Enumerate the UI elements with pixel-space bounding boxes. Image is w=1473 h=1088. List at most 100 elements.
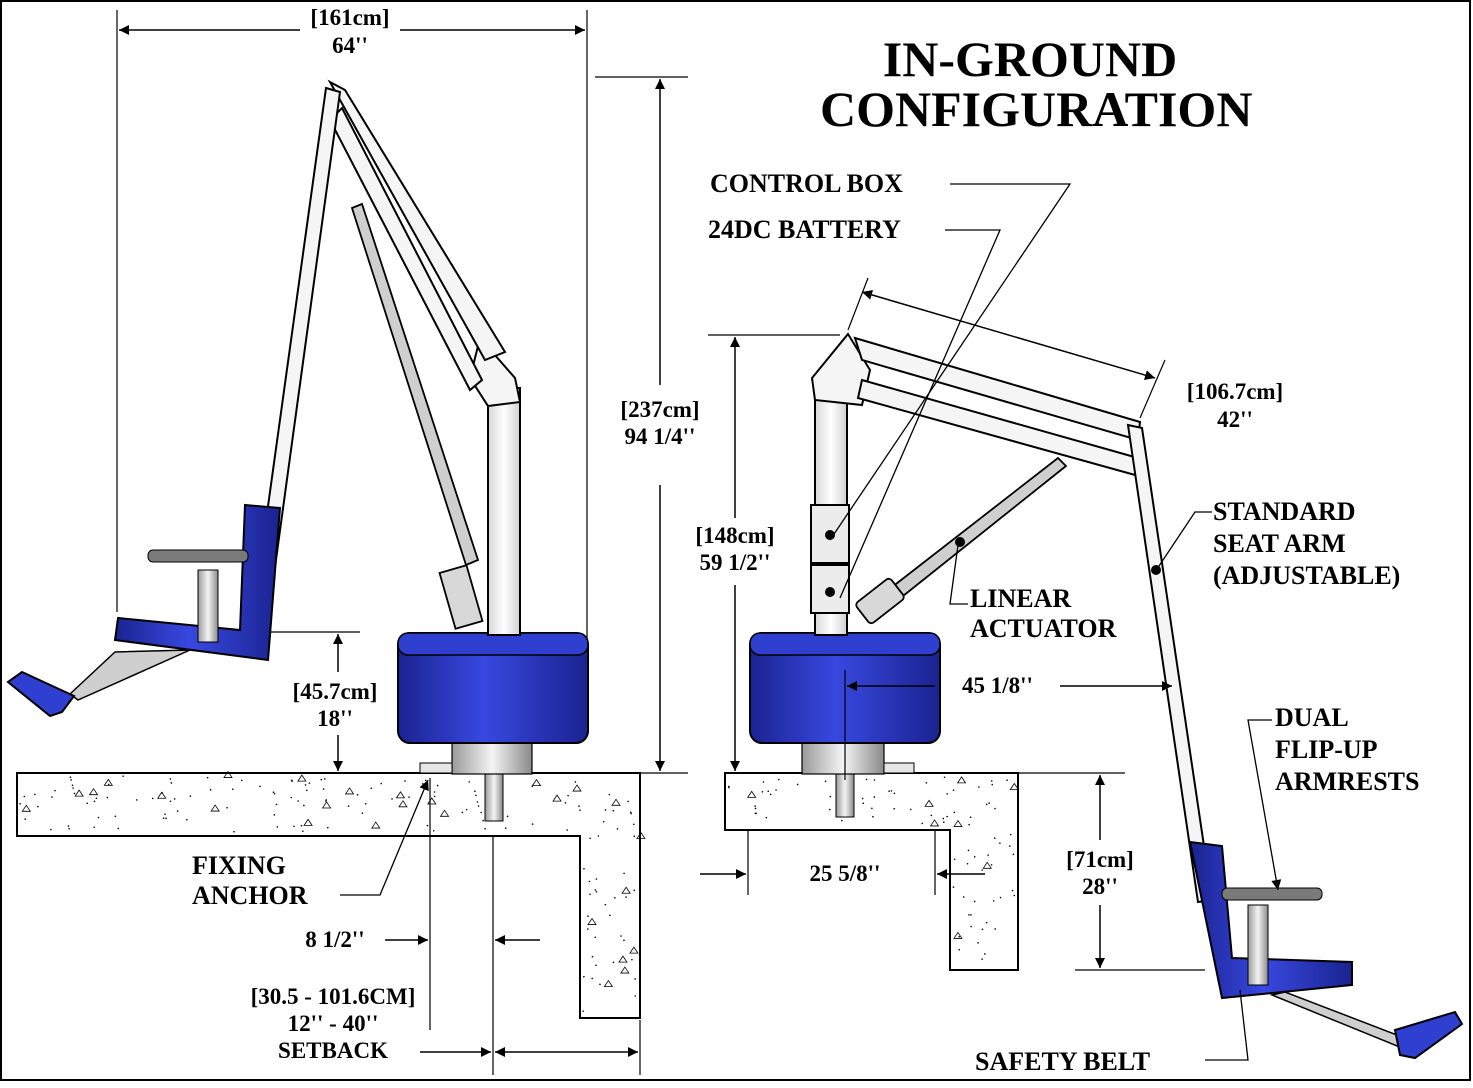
concrete-speck [107,783,110,786]
left-concrete-deck [16,772,641,1019]
concrete-speck [117,827,120,830]
concrete-speck [151,797,154,800]
concrete-speck [597,835,600,837]
concrete-speck [796,783,799,786]
callout-armrests-line-3: ARMRESTS [1275,767,1420,796]
concrete-aggregate [746,790,757,798]
concrete-speck [275,803,278,806]
concrete-speck [72,787,74,789]
concrete-speck [591,955,594,958]
concrete-aggregate [611,798,621,806]
concrete-speck [421,782,424,785]
concrete-aggregate [603,979,614,987]
concrete-speck [589,837,592,840]
housing-cap [397,632,589,656]
concrete-speck [754,807,757,810]
concrete-speck [19,802,21,805]
concrete-speck [634,978,636,980]
concrete-speck [391,798,393,800]
concrete-speck [599,983,601,986]
concrete-aggregate [88,787,99,796]
concrete-speck [862,802,865,805]
concrete-aggregate [74,789,84,797]
concrete-speck [86,802,89,805]
concrete-speck [259,785,261,788]
concrete-speck [946,815,948,818]
concrete-speck [973,856,976,858]
concrete-aggregate [210,804,220,812]
concrete-speck [95,797,98,800]
concrete-speck [968,914,970,916]
concrete-speck [356,794,359,796]
concrete-aggregate [344,787,355,795]
concrete-speck [300,824,303,827]
concrete-speck [623,872,625,875]
linear-actuator [350,202,480,567]
concrete-speck [634,995,637,997]
concrete-aggregate [629,946,639,954]
actuator-motor [855,577,905,625]
callout-seat-arm-line-2: SEAT ARM [1213,529,1346,558]
concrete-speck [962,896,965,898]
concrete-speck [981,869,983,871]
concrete-speck [564,802,567,804]
concrete-speck [73,792,76,795]
concrete-speck [893,792,896,795]
concrete-aggregate [953,819,963,827]
concrete-speck [865,778,868,781]
water-depth-metric: [71cm] [1066,847,1134,872]
concrete-aggregate [552,794,562,802]
base-socket [451,739,533,775]
concrete-aggregate [618,955,628,963]
concrete-speck [122,775,124,777]
concrete-speck [24,818,27,820]
concrete-speck [465,808,468,811]
concrete-speck [226,806,228,809]
concrete-speck [829,808,831,811]
base-socket [801,739,885,775]
concrete-speck [325,799,328,801]
concrete-speck [910,808,912,811]
concrete-speck [186,818,188,821]
concrete-speck [506,815,509,818]
concrete-speck [408,796,410,798]
boom-arm-upper [327,79,507,362]
callout-fixing-anchor-line-2: ANCHOR [192,881,308,910]
concrete-speck [829,795,832,798]
concrete-speck [69,776,72,778]
concrete-speck [290,796,292,799]
armrest [147,549,249,563]
footrest [6,670,76,718]
boom-length-imperial: 42'' [1217,407,1253,432]
height-metric: [237cm] [620,397,700,422]
mast-height-imperial: 59 1/2'' [699,550,771,575]
concrete-speck [583,975,585,978]
concrete-speck [93,826,96,829]
concrete-speck [970,914,972,916]
concrete-speck [985,921,988,924]
concrete-speck [504,827,507,829]
actuator-motor [438,564,484,630]
concrete-speck [189,795,192,797]
concrete-speck [967,849,970,852]
concrete-speck [612,961,615,964]
footrest-bar [1269,991,1412,1049]
concrete-speck [861,797,864,800]
concrete-speck [578,805,580,807]
concrete-speck [326,826,329,829]
concrete-aggregate [929,819,940,827]
concrete-speck [990,864,993,866]
concrete-speck [370,787,373,790]
concrete-speck [608,793,611,796]
concrete-speck [591,977,593,980]
concrete-speck [942,817,945,820]
armrest [1221,887,1323,901]
concrete-speck [633,889,636,892]
concrete-speck [67,825,70,827]
battery [810,564,850,614]
concrete-speck [302,830,304,832]
concrete-speck [474,790,476,793]
callout-battery: 24DC BATTERY [708,215,901,244]
concrete-texture [19,770,646,1012]
